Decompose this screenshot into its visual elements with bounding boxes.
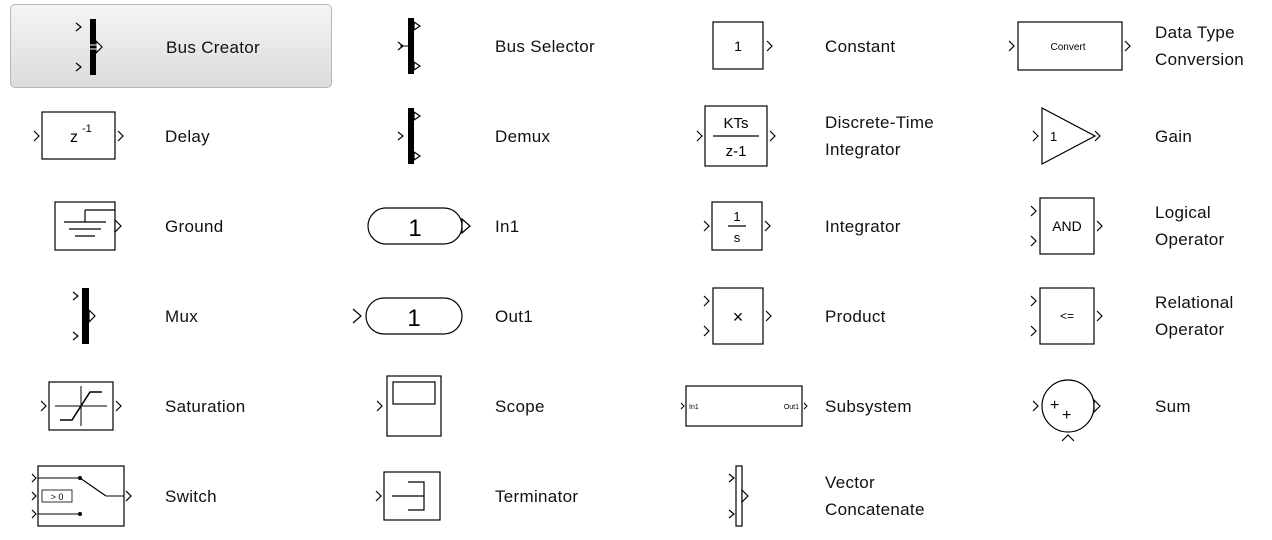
block-label: Constant: [825, 36, 896, 56]
bus-selector-icon: [340, 4, 490, 88]
svg-text:1: 1: [408, 215, 421, 242]
in1-icon: 1: [340, 184, 490, 268]
switch-icon: > 0: [10, 454, 160, 538]
block-label: Demux: [495, 126, 551, 146]
svg-text:KTs: KTs: [723, 115, 748, 132]
block-out1[interactable]: 1 Out1: [340, 274, 662, 358]
gain-icon: 1: [1000, 94, 1150, 178]
svg-text:z: z: [70, 129, 78, 146]
svg-text:1: 1: [1050, 129, 1057, 144]
relational-operator-icon: <=: [1000, 274, 1150, 358]
svg-text:1: 1: [734, 38, 742, 54]
subsystem-icon: In1 Out1: [670, 364, 820, 448]
block-bus-selector[interactable]: Bus Selector: [340, 4, 662, 88]
block-label: Bus Creator: [166, 37, 261, 57]
data-type-conversion-icon: Convert: [1000, 4, 1150, 88]
block-in1[interactable]: 1 In1: [340, 184, 662, 268]
block-gain[interactable]: 1 Gain: [1000, 94, 1272, 178]
logical-operator-icon: AND: [1000, 184, 1150, 268]
svg-text:+: +: [1050, 397, 1059, 414]
block-terminator[interactable]: Terminator: [340, 454, 662, 538]
discrete-time-integrator-icon: KTs z-1: [670, 94, 820, 178]
svg-text:In1: In1: [689, 404, 699, 411]
demux-icon: [340, 94, 490, 178]
block-constant[interactable]: 1 Constant: [670, 4, 992, 88]
svg-text:+: +: [1062, 407, 1071, 424]
integrator-icon: 1 s: [670, 184, 820, 268]
block-label: Delay: [165, 126, 210, 146]
block-label: Gain: [1155, 126, 1193, 146]
ground-icon: [10, 184, 160, 268]
svg-text:<=: <=: [1060, 309, 1074, 323]
block-label: Out1: [495, 306, 534, 326]
block-product[interactable]: × Product: [670, 274, 992, 358]
scope-icon: [340, 364, 490, 448]
block-scope[interactable]: Scope: [340, 364, 662, 448]
block-switch[interactable]: > 0 Switch: [10, 454, 332, 538]
block-label: Switch: [165, 486, 217, 506]
block-integrator[interactable]: 1 s Integrator: [670, 184, 992, 268]
vector-concatenate-icon: [670, 454, 820, 538]
block-label: Scope: [495, 396, 545, 416]
block-label: Bus Selector: [495, 36, 595, 56]
sum-icon: + +: [1000, 364, 1150, 448]
block-label: Saturation: [165, 396, 246, 416]
block-saturation[interactable]: Saturation: [10, 364, 332, 448]
block-delay[interactable]: z -1 Delay: [10, 94, 332, 178]
saturation-icon: [10, 364, 160, 448]
constant-icon: 1: [670, 4, 820, 88]
block-demux[interactable]: Demux: [340, 94, 662, 178]
svg-text:AND: AND: [1052, 218, 1082, 234]
product-icon: ×: [670, 274, 820, 358]
svg-text:×: ×: [733, 307, 744, 327]
block-label: Subsystem: [825, 396, 912, 416]
svg-text:Out1: Out1: [784, 404, 799, 411]
delay-icon: z -1: [10, 94, 160, 178]
block-label: Product: [825, 306, 886, 326]
block-label: Terminator: [495, 486, 579, 506]
block-subsystem[interactable]: In1 Out1 Subsystem: [670, 364, 992, 448]
svg-text:-1: -1: [82, 123, 92, 135]
svg-text:> 0: > 0: [51, 492, 64, 502]
block-label: Integrator: [825, 216, 901, 236]
block-label: Mux: [165, 306, 199, 326]
svg-text:1: 1: [733, 209, 740, 224]
block-label: In1: [495, 216, 520, 236]
block-mux[interactable]: Mux: [10, 274, 332, 358]
svg-text:1: 1: [407, 305, 420, 332]
terminator-icon: [340, 454, 490, 538]
out1-icon: 1: [340, 274, 490, 358]
svg-text:z-1: z-1: [726, 143, 747, 160]
block-sum[interactable]: + + Sum: [1000, 364, 1272, 448]
block-label: Sum: [1155, 396, 1191, 416]
svg-text:s: s: [734, 230, 741, 245]
mux-icon: [10, 274, 160, 358]
svg-text:Convert: Convert: [1050, 42, 1085, 53]
block-ground[interactable]: Ground: [10, 184, 332, 268]
block-label: Ground: [165, 216, 224, 236]
block-bus-creator[interactable]: Bus Creator: [10, 4, 332, 88]
bus-creator-icon: [11, 5, 161, 89]
